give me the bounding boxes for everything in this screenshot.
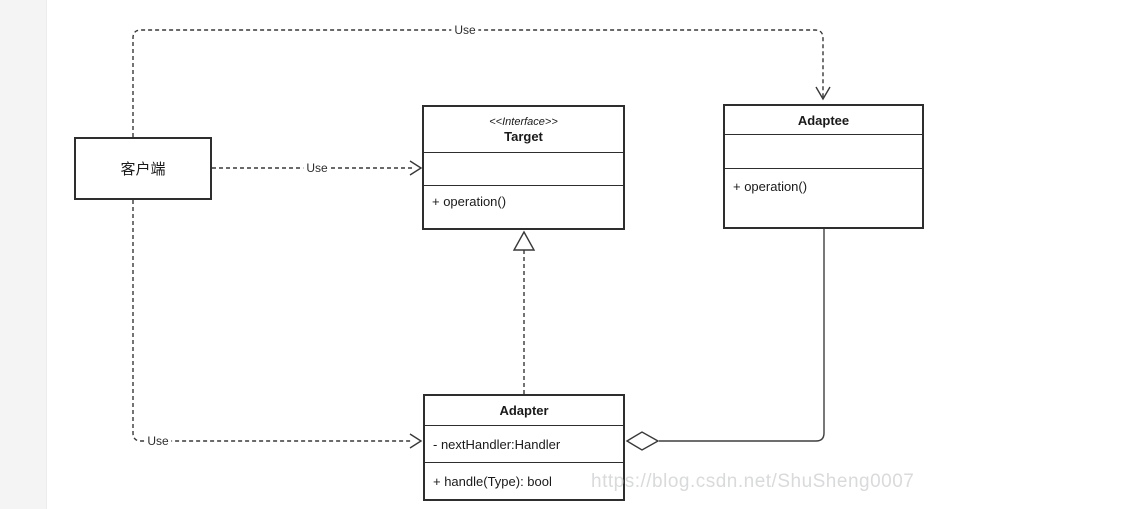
operation-label: + operation() — [424, 185, 623, 228]
hollow-triangle-icon — [512, 230, 536, 251]
class-box-target: <<Interface>> Target + operation() — [422, 105, 625, 230]
class-box-adapter: Adapter - nextHandler:Handler + handle(T… — [423, 394, 625, 501]
use-label-top: Use — [451, 23, 479, 37]
page-gutter — [0, 0, 47, 509]
use-label-bottom: Use — [144, 434, 172, 448]
class-box-client: 客户端 — [74, 137, 212, 200]
stereotype-label: <<Interface>> — [489, 115, 558, 128]
class-name-adapter: Adapter — [499, 403, 549, 418]
class-header-adapter: Adapter — [425, 396, 623, 425]
class-box-adaptee: Adaptee + operation() — [723, 104, 924, 229]
hollow-diamond-icon — [625, 431, 660, 451]
class-header-adaptee: Adaptee — [725, 106, 922, 134]
attribute-label: - nextHandler:Handler — [425, 425, 623, 462]
class-name-client: 客户端 — [120, 161, 166, 178]
attributes-section-empty — [424, 152, 623, 185]
open-arrowhead-right-icon — [409, 160, 423, 176]
open-arrowhead-down-icon — [815, 86, 831, 101]
class-name-adaptee: Adaptee — [797, 112, 850, 128]
use-dependency-bottom-line — [132, 200, 412, 442]
class-name-target: Target — [504, 128, 543, 144]
operation-label: + handle(Type): bool — [425, 462, 623, 499]
use-label-middle: Use — [303, 161, 331, 175]
operation-label: + operation() — [725, 168, 922, 227]
attributes-section-empty — [725, 134, 922, 168]
aggregation-line — [659, 229, 825, 442]
open-arrowhead-right-icon — [409, 433, 423, 449]
class-header-target: <<Interface>> Target — [424, 107, 623, 152]
